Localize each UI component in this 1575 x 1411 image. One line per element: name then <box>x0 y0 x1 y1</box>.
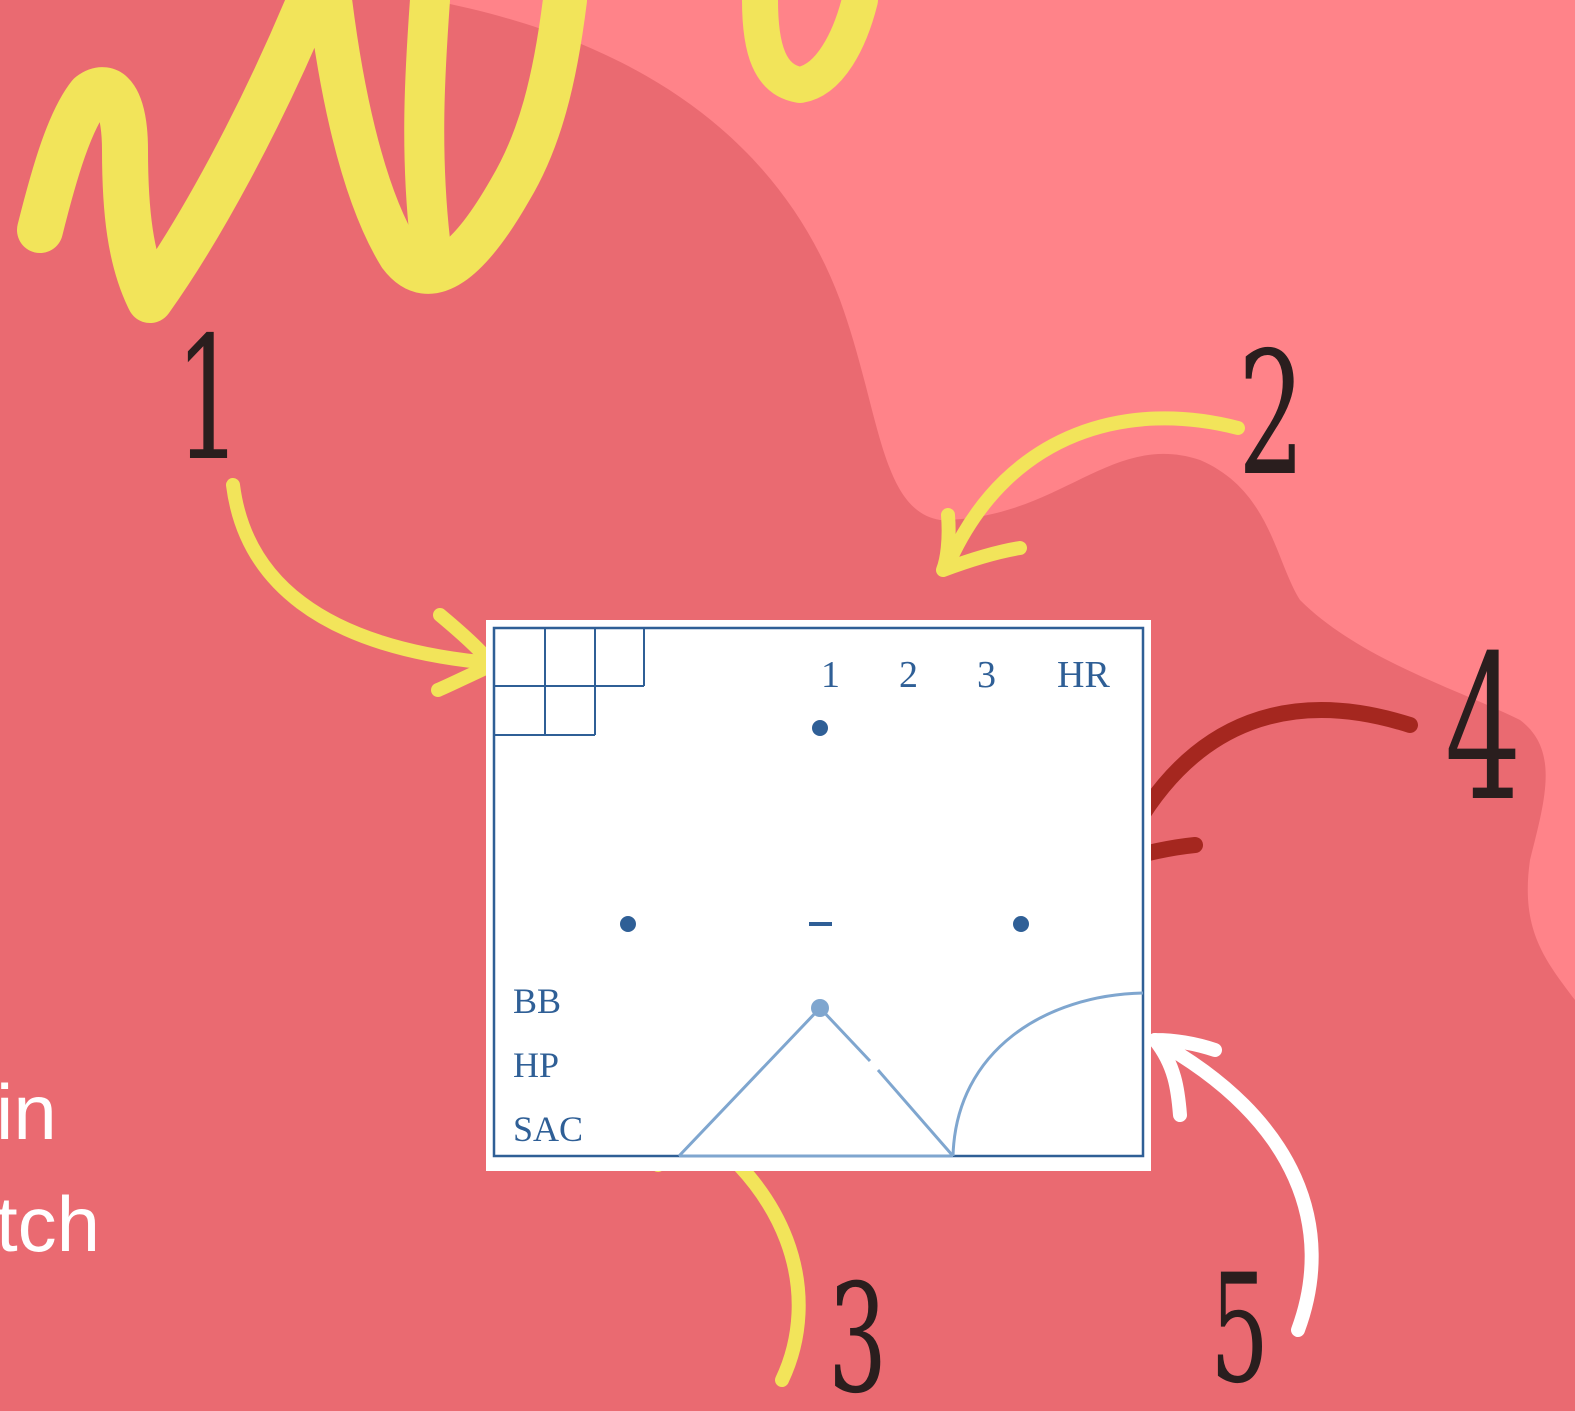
callout-number-1: 1 <box>175 301 243 499</box>
result-label-sacrifice: SAC <box>513 1109 584 1149</box>
scorecard-drawing <box>492 626 1145 1158</box>
outfield-arc <box>951 991 1144 1157</box>
arrow-1 <box>226 478 499 697</box>
scorecard-box: 1 2 3 HR BB HP SAC <box>486 620 1151 1171</box>
body-text-line-1: in <box>0 1068 57 1156</box>
scorecard-frame <box>492 626 1145 1158</box>
result-label-walk: BB <box>513 981 562 1021</box>
second-base-dot <box>812 720 828 736</box>
arrow-4 <box>1104 702 1418 870</box>
base-label-second: 2 <box>899 654 918 696</box>
third-base-dot <box>620 916 636 932</box>
base-label-home-run: HR <box>1057 654 1110 696</box>
first-base-dot <box>1013 916 1029 932</box>
callout-number-2: 2 <box>1238 316 1306 514</box>
count-grid <box>494 628 645 736</box>
arrow-5 <box>1148 1033 1319 1337</box>
arrow-2 <box>936 411 1245 577</box>
background-light-blob <box>430 0 1575 1000</box>
result-label-hit-by-pitch: HP <box>513 1045 560 1085</box>
home-diamond <box>677 1006 955 1158</box>
callout-number-3: 3 <box>828 1253 888 1411</box>
base-label-third: 3 <box>977 654 996 696</box>
home-plate-dot <box>811 999 829 1017</box>
scribble-lettering <box>17 0 878 323</box>
body-text-line-2: tch <box>0 1180 101 1268</box>
callout-number-4: 4 <box>1445 613 1522 846</box>
base-label-first: 1 <box>821 654 840 696</box>
callout-number-5: 5 <box>1210 1243 1270 1411</box>
